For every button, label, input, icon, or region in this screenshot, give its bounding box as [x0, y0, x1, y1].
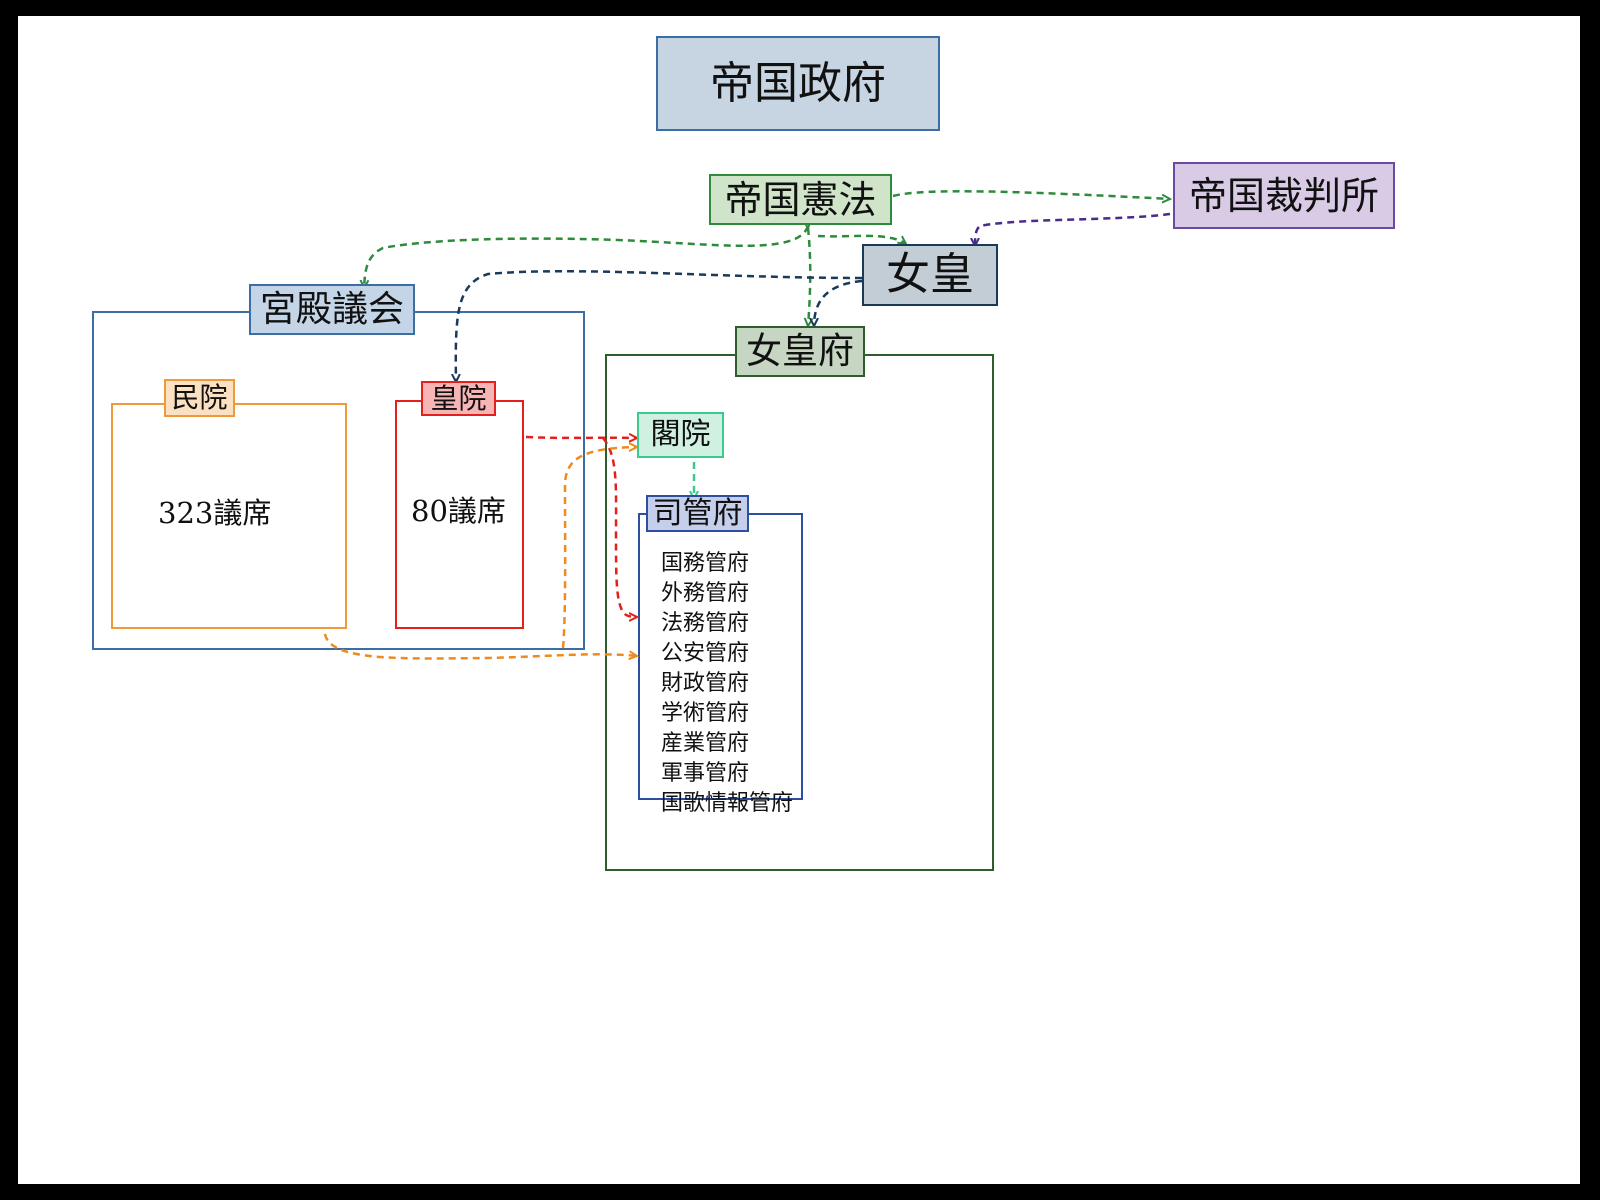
ministry-item: 外務管府 [661, 581, 750, 606]
parliament-node: 宮殿議会 [249, 284, 415, 335]
page-title: 帝国政府 [656, 36, 940, 131]
arrow-lower-house-to-cabinet [561, 447, 637, 649]
arrow-constitution-to-parliament [364, 225, 810, 288]
arrow-empress-to-empress-office [814, 279, 863, 326]
ministries-node: 司管府 [646, 495, 749, 532]
ministry-item: 産業管府 [661, 731, 750, 756]
empress-office-node: 女皇府 [735, 326, 865, 377]
arrow-empress-to-upper-house [456, 270, 863, 382]
cabinet-node: 閣院 [637, 412, 724, 458]
arrow-constitution-to-empress-office [808, 228, 810, 326]
ministry-item: 法務管府 [661, 611, 750, 636]
arrow-constitution-to-empress [817, 234, 906, 244]
arrow-upper-house-to-ministries [602, 437, 637, 617]
ministry-item: 国務管府 [661, 551, 750, 576]
lower-house-node: 民院 [164, 379, 235, 417]
ministry-item: 財政管府 [661, 671, 750, 696]
ministry-item: 学術管府 [661, 701, 750, 726]
ministry-list: 国務管府 外務管府 法務管府 公安管府 財政管府 学術管府 産業管府 軍事管府 … [661, 549, 793, 819]
diagram-canvas: 帝国政府 帝国憲法 帝国裁判所 女皇 女皇府 宮殿議会 民院 皇院 閣院 司管府… [18, 16, 1580, 1184]
arrow-upper-house-to-cabinet [525, 437, 637, 438]
arrow-constitution-to-court [892, 190, 1170, 199]
upper-house-seats: 80議席 [411, 494, 506, 528]
connector-arrows [323, 190, 1580, 1184]
ministry-item: 公安管府 [661, 641, 750, 666]
ministry-item: 国歌情報管府 [661, 791, 794, 816]
upper-house-node: 皇院 [421, 381, 496, 416]
empress-node: 女皇 [862, 244, 998, 306]
lower-house-seats: 323議席 [158, 496, 272, 530]
ministry-item: 軍事管府 [661, 761, 750, 786]
arrow-court-to-empress [975, 212, 1171, 246]
court-node: 帝国裁判所 [1173, 162, 1395, 229]
constitution-node: 帝国憲法 [709, 174, 892, 225]
arrow-lower-house-to-ministries [323, 633, 637, 658]
